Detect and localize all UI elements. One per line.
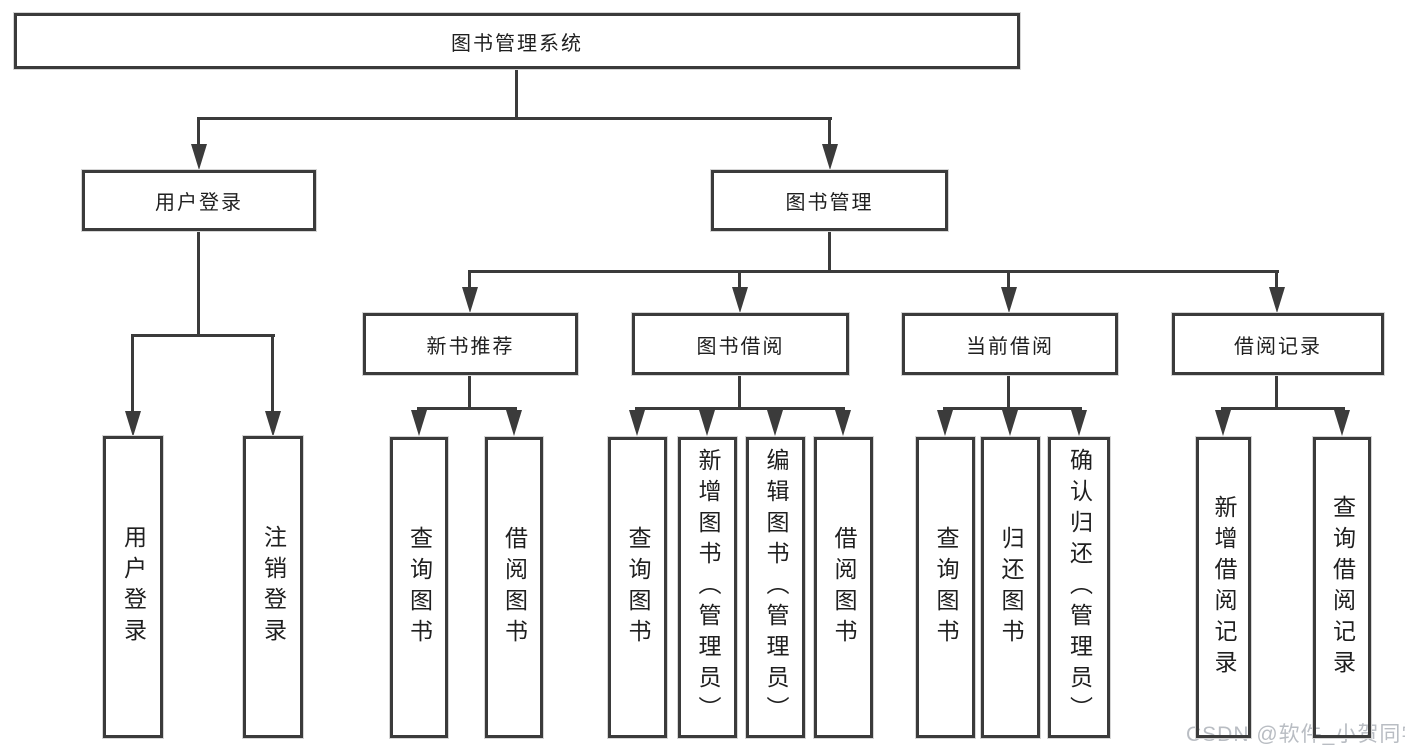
leaf-logout: 注销登录 (243, 436, 303, 738)
arrowhead-to-book-borrow (732, 287, 748, 313)
arrowhead-to-query-record (1334, 410, 1350, 436)
leaf-add-book-admin: 新增图书（管理员） (678, 437, 737, 738)
leaf-recommend-query-book: 查询图书 (390, 437, 448, 738)
connector-recommend-vertical (468, 374, 471, 409)
leaf-user-login-label: 用户登录 (120, 525, 147, 649)
connector-level2-horizontal (198, 117, 832, 120)
arrowhead-to-edit-book (767, 410, 783, 436)
connector-user-login-horizontal (131, 334, 275, 337)
leaf-edit-book-admin-label: 编辑图书（管理员） (763, 448, 789, 727)
connector-borrow-records-horizontal (1221, 407, 1345, 410)
leaf-add-book-admin-label: 新增图书（管理员） (695, 448, 721, 727)
leaf-logout-label: 注销登录 (260, 525, 287, 649)
arrowhead-to-leaf-logout (265, 411, 281, 437)
arrowhead-to-borrow-book (835, 410, 851, 436)
arrowhead-to-user-login (191, 144, 207, 170)
connector-root-vertical (515, 68, 518, 118)
leaf-add-borrow-record-label: 新增借阅记录 (1211, 494, 1237, 681)
node-book-management: 图书管理 (711, 170, 948, 231)
leaf-confirm-return-admin-label: 确认归还（管理员） (1066, 448, 1093, 727)
connector-level3-horizontal (468, 270, 1279, 273)
node-new-book-recommend: 新书推荐 (363, 313, 578, 375)
leaf-borrow-query-book-label: 查询图书 (625, 525, 651, 650)
connector-recommend-horizontal (417, 407, 517, 410)
arrow-shaft-to-book-borrow (738, 270, 741, 290)
node-user-login: 用户登录 (82, 170, 316, 231)
connector-user-login-vertical (197, 231, 200, 337)
arrowhead-to-recommend-borrow (506, 410, 522, 436)
arrowhead-to-borrow-query (629, 410, 645, 436)
leaf-borrow-book: 借阅图书 (814, 437, 873, 738)
leaf-borrow-book-label: 借阅图书 (831, 525, 857, 650)
arrowhead-to-return-book (1002, 410, 1018, 436)
leaf-query-borrow-record: 查询借阅记录 (1313, 437, 1371, 738)
arrowhead-to-add-record (1215, 410, 1231, 436)
node-book-borrow: 图书借阅 (632, 313, 849, 375)
arrowhead-to-current-query (937, 410, 953, 436)
arrow-shaft-to-borrow-records (1275, 270, 1278, 290)
arrow-shaft-to-user-login (197, 117, 200, 147)
leaf-user-login: 用户登录 (103, 436, 163, 738)
connector-book-borrow-vertical (738, 374, 741, 409)
leaf-return-book-label: 归还图书 (998, 525, 1024, 650)
connector-current-borrow-horizontal (943, 407, 1082, 410)
arrow-shaft-to-recommend (468, 270, 471, 290)
arrow-shaft-to-leaf-logout (271, 334, 274, 414)
leaf-recommend-query-book-label: 查询图书 (406, 525, 433, 650)
node-root-system: 图书管理系统 (14, 13, 1020, 69)
arrow-shaft-to-leaf-user-login (131, 334, 134, 414)
connector-current-borrow-vertical (1007, 374, 1010, 409)
arrowhead-to-book-mgmt (822, 144, 838, 170)
arrowhead-to-leaf-user-login (125, 411, 141, 437)
leaf-confirm-return-admin: 确认归还（管理员） (1048, 437, 1110, 738)
leaf-current-query-book-label: 查询图书 (933, 525, 959, 650)
leaf-return-book: 归还图书 (981, 437, 1040, 738)
arrow-shaft-to-book-mgmt (828, 117, 831, 147)
csdn-watermark: CSDN @软件_小贺同学 (1186, 723, 1405, 746)
connector-borrow-records-vertical (1275, 374, 1278, 409)
leaf-borrow-query-book: 查询图书 (608, 437, 667, 738)
arrowhead-to-recommend-query (411, 410, 427, 436)
leaf-add-borrow-record: 新增借阅记录 (1196, 437, 1251, 738)
arrowhead-to-borrow-records (1269, 287, 1285, 313)
leaf-current-query-book: 查询图书 (916, 437, 975, 738)
leaf-edit-book-admin: 编辑图书（管理员） (746, 437, 805, 738)
arrowhead-to-add-book (699, 410, 715, 436)
leaf-query-borrow-record-label: 查询借阅记录 (1329, 494, 1356, 681)
arrowhead-to-confirm-return (1071, 410, 1087, 436)
leaf-recommend-borrow-book: 借阅图书 (485, 437, 543, 738)
node-borrow-records: 借阅记录 (1172, 313, 1384, 375)
connector-book-mgmt-vertical (828, 231, 831, 272)
arrowhead-to-current-borrow (1001, 287, 1017, 313)
arrowhead-to-recommend (462, 287, 478, 313)
connector-book-borrow-horizontal (635, 407, 845, 410)
node-current-borrow: 当前借阅 (902, 313, 1118, 375)
leaf-recommend-borrow-book-label: 借阅图书 (501, 525, 528, 650)
arrow-shaft-to-current-borrow (1007, 270, 1010, 290)
